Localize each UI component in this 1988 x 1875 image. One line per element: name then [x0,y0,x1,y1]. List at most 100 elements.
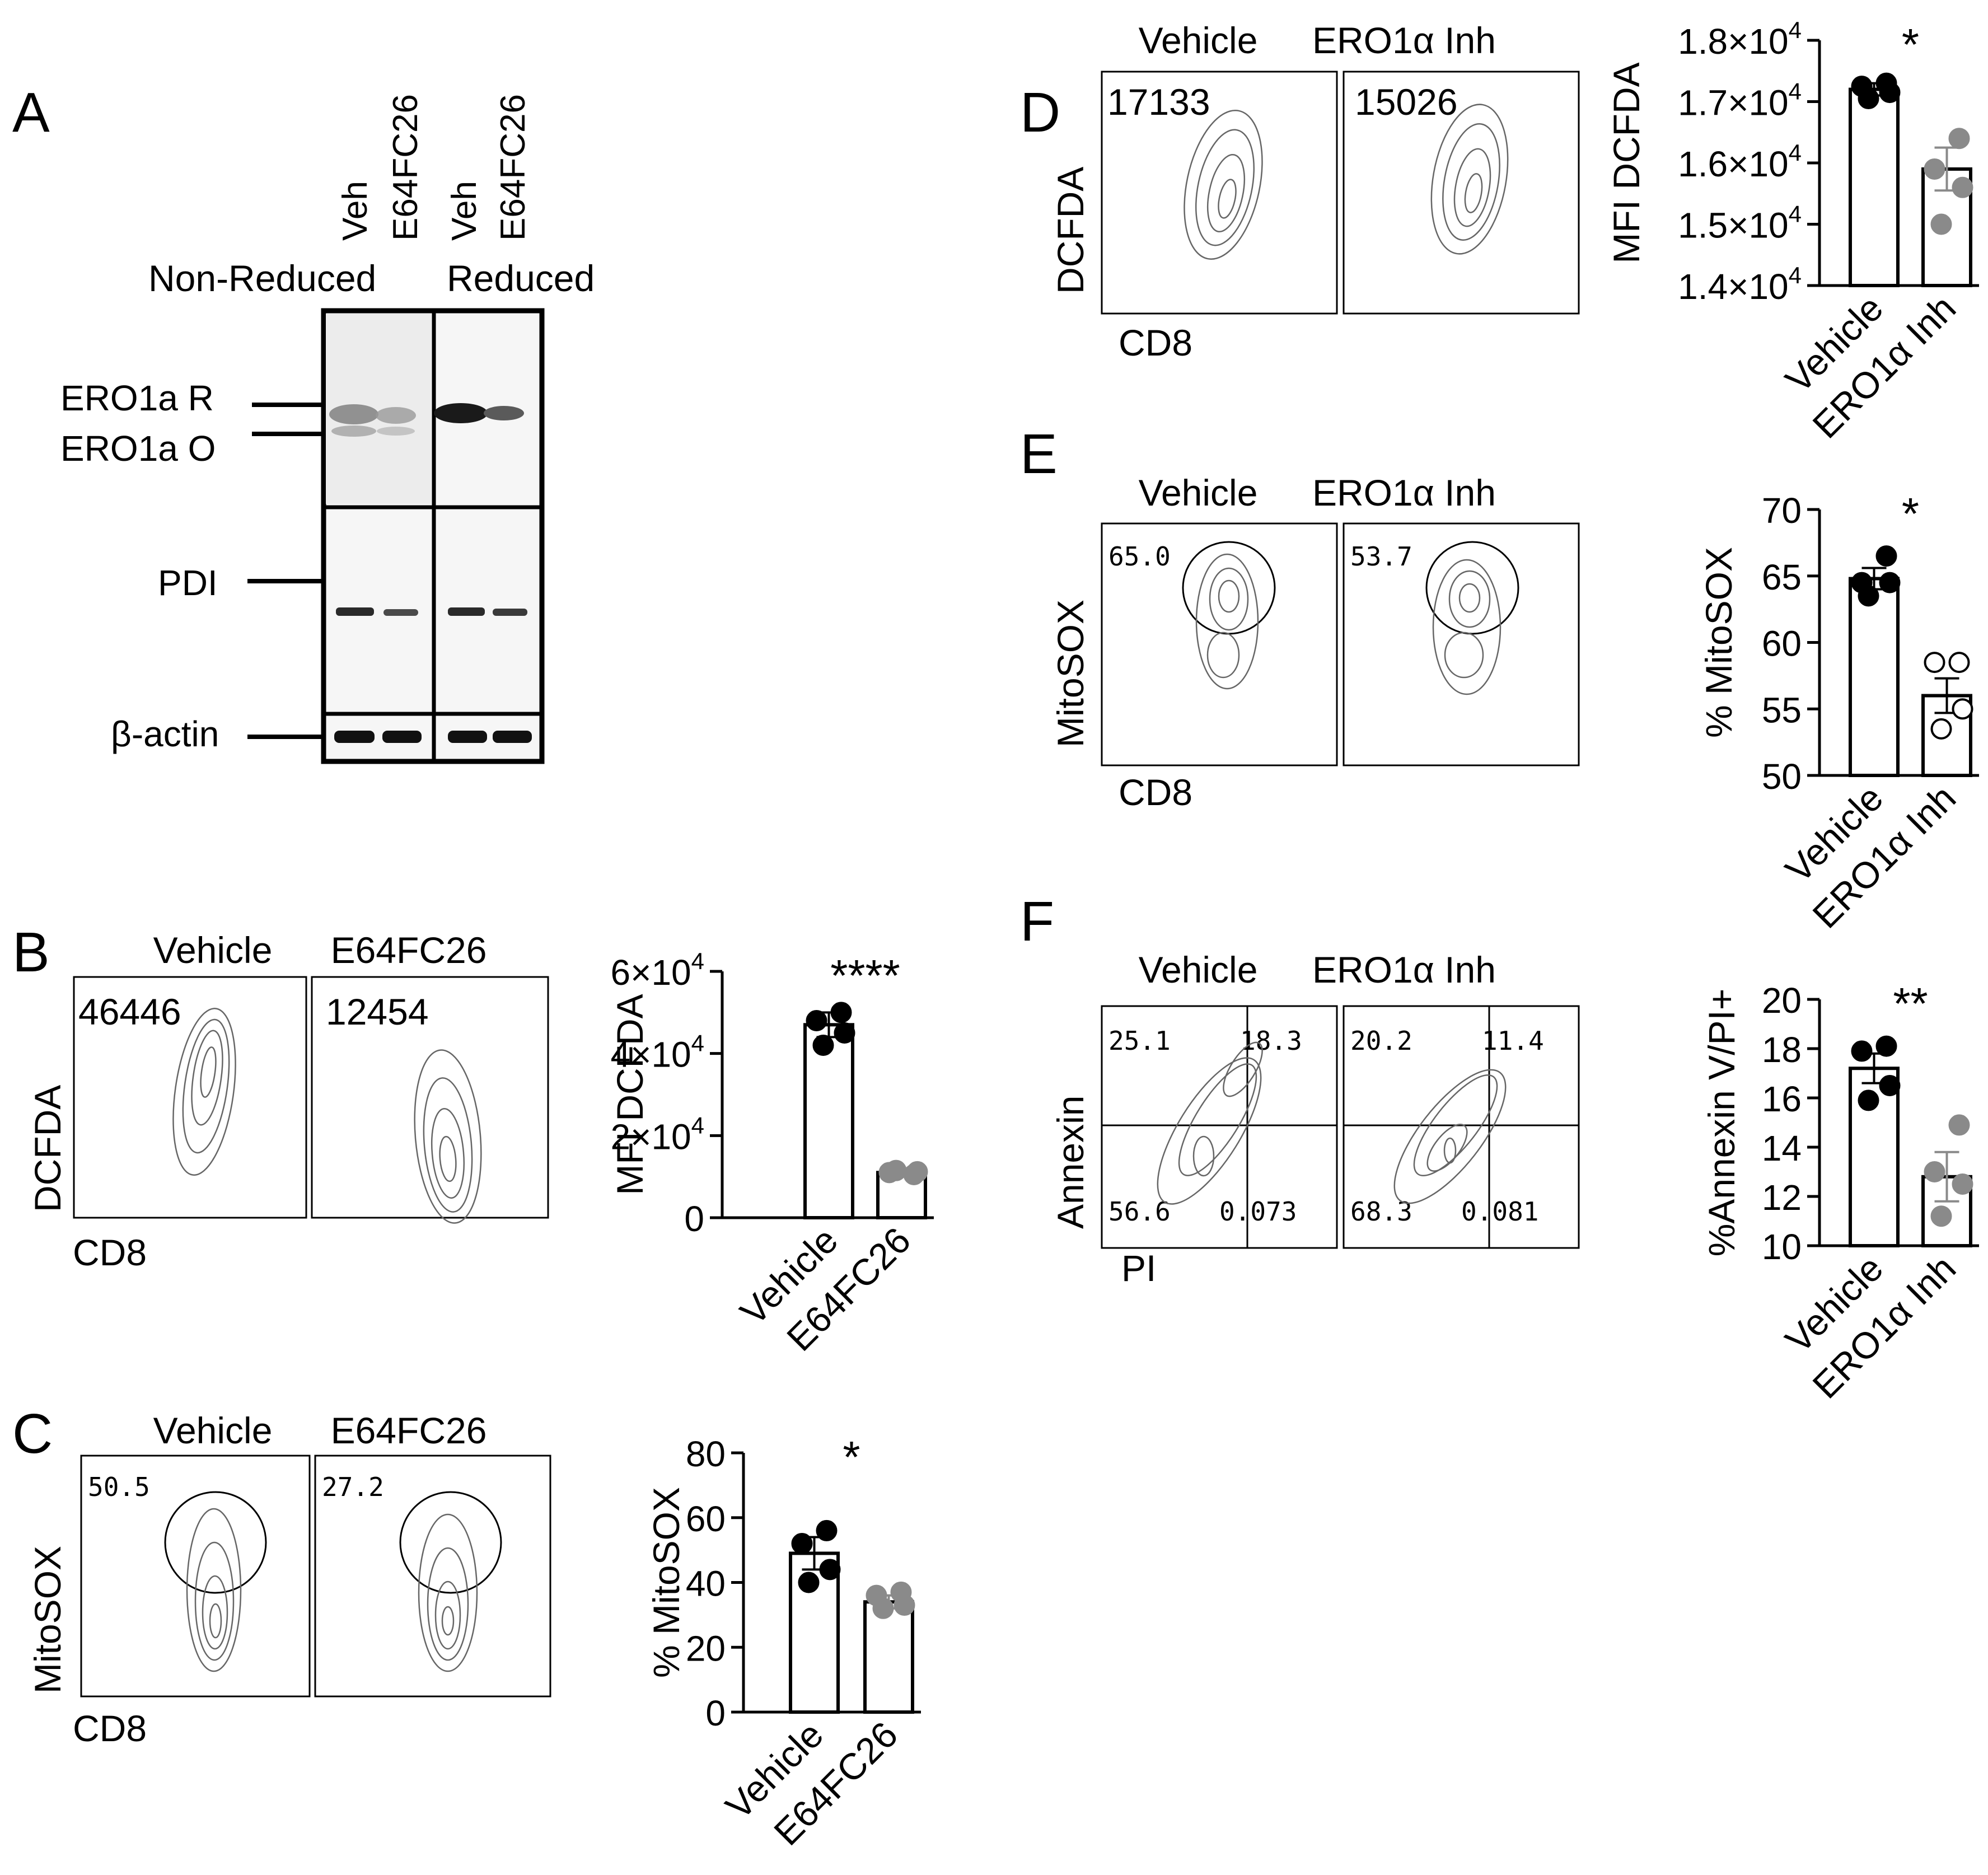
lane-label-4: E64FC26 [494,94,532,241]
y-tick-label-f: 12 [1762,1177,1802,1218]
y-tick-label-exponent-d: 4 [1789,17,1802,43]
y-tick-label-base-e: 60 [1762,624,1802,664]
y-tick-label-base-e: 65 [1762,557,1802,597]
panel-letter-e: E [1020,423,1058,485]
data-point-f [1875,1035,1897,1057]
y-tick-label-base-c: 20 [686,1628,726,1668]
lane-label-1: Veh [336,181,375,241]
data-point-e [1875,545,1897,567]
y-tick-label-exponent-d: 4 [1789,201,1802,227]
y-tick-label-base-d: 1.6×10 [1678,144,1789,184]
data-point-b [906,1161,928,1182]
y-tick-label-base-e: 55 [1762,690,1802,730]
panel-letter-b: B [12,921,50,984]
flow-f-title-2: ERO1α Inh [1312,949,1496,990]
y-tick-label-base-f: 16 [1762,1079,1802,1119]
bar-b-1 [803,1023,854,1220]
data-point-f [1930,1205,1952,1227]
y-tick-label-base-f: 12 [1762,1177,1802,1218]
bar-d-1 [1849,87,1900,287]
significance-label-d: * [1902,20,1919,69]
y-tick-label-exponent-b: 4 [691,948,704,974]
flow-f-title-1: Vehicle [1139,949,1258,990]
y-axis-label-b: MFI DCFDA [609,994,651,1195]
y-tick-label-base-b: 0 [684,1199,704,1239]
flow-f-y-label: Annexin [1050,1095,1091,1229]
y-tick-label-base-f: 14 [1762,1128,1802,1168]
data-point-f [1851,1040,1873,1062]
data-point-f [1952,1173,1973,1195]
y-tick-label-f: 10 [1762,1227,1802,1267]
flow-e-title-2: ERO1α Inh [1312,472,1496,513]
y-tick-label-base-e: 70 [1762,490,1802,531]
panel-letter-f: F [1020,890,1054,953]
flow-b-title-2: E64FC26 [331,929,487,971]
flow-c-gate-2 [399,1491,502,1594]
y-tick-label-base-d: 1.4×10 [1678,266,1789,307]
y-tick-label-base-d: 1.7×10 [1678,83,1789,123]
y-tick-label-base-c: 60 [686,1499,726,1539]
y-tick-label-c: 40 [686,1564,726,1604]
flow-c-y-label: MitoSOX [27,1546,68,1694]
y-tick-label-f: 18 [1762,1030,1802,1070]
y-tick-label-b: 0 [684,1199,704,1239]
bar-c-2 [863,1600,914,1714]
y-tick-label-base-e: 50 [1762,756,1802,797]
y-tick-label-f: 14 [1762,1128,1802,1168]
y-tick-label-c: 20 [686,1628,726,1668]
y-tick-label-base-d: 1.8×10 [1678,21,1789,62]
flow-c-title-2: E64FC26 [331,1410,487,1451]
significance-label-b: **** [830,951,900,1000]
lane-label-2: E64FC26 [386,94,425,241]
data-point-b [806,1010,827,1031]
flow-f-x-label: PI [1121,1247,1156,1289]
flow-b-x-label: CD8 [73,1232,147,1273]
y-tick-label-e: 65 [1762,557,1802,597]
data-point-b [830,1002,852,1023]
flow-f-q2-lr: 0.081 [1461,1196,1538,1227]
flow-d-x-label: CD8 [1119,322,1192,363]
flow-c-value-2: 27.2 [322,1472,384,1502]
y-axis-label-e: % MitoSOX [1698,547,1739,738]
flow-b-value-2: 12454 [326,991,429,1032]
y-tick-label-e: 50 [1762,756,1802,797]
lane-label-3: Veh [445,181,484,241]
flow-e-value-2: 53.7 [1350,541,1412,572]
y-tick-label-exponent-d: 4 [1789,262,1802,288]
flow-e-y-label: MitoSOX [1050,600,1091,747]
flow-d-value-2: 15026 [1355,81,1458,123]
data-point-c [872,1597,894,1619]
flow-plot-c: Vehicle E64FC26 50.5 27.2 MitoSOX CD8 [27,1410,551,1749]
bar-e-1 [1849,577,1900,777]
flow-b-y-label: DCFDA [27,1085,68,1212]
y-tick-label-e: 55 [1762,690,1802,730]
y-tick-label-d: 1.7×104 [1678,78,1802,123]
y-tick-label-base-f: 10 [1762,1227,1802,1267]
flow-plot-e: Vehicle ERO1α Inh 65.0 53.7 MitoSOX CD8 [1050,472,1580,813]
band-label-pdi: PDI [158,563,218,603]
flow-f-q2-ur: 11.4 [1482,1026,1544,1056]
y-tick-label-d: 1.8×104 [1678,17,1802,62]
data-point-b [812,1035,834,1056]
band-label-actin: β-actin [111,714,219,754]
significance-label-f: ** [1893,979,1928,1028]
data-point-d [1948,128,1970,149]
flow-f-q2-ul: 20.2 [1350,1026,1412,1056]
flow-f-q1-ur: 18.3 [1240,1026,1302,1056]
flow-f-q1-lr: 0.073 [1219,1196,1297,1227]
data-point-d [1952,176,1973,198]
data-point-d [1930,213,1952,235]
data-point-c [791,1533,813,1555]
y-tick-label-d: 1.5×104 [1678,201,1802,246]
panel-letter-a: A [12,81,50,144]
flow-plot-b: Vehicle E64FC26 46446 12454 DCFDA CD8 [27,929,549,1273]
y-tick-label-base-b: 6×10 [610,952,691,993]
data-point-e [1879,572,1901,593]
band-label-ero1a-r: ERO1a R [60,378,214,418]
data-point-c [894,1595,915,1616]
flow-c-x-label: CD8 [73,1708,147,1749]
reduced-label: Reduced [447,258,595,299]
data-point-d [1879,82,1901,104]
